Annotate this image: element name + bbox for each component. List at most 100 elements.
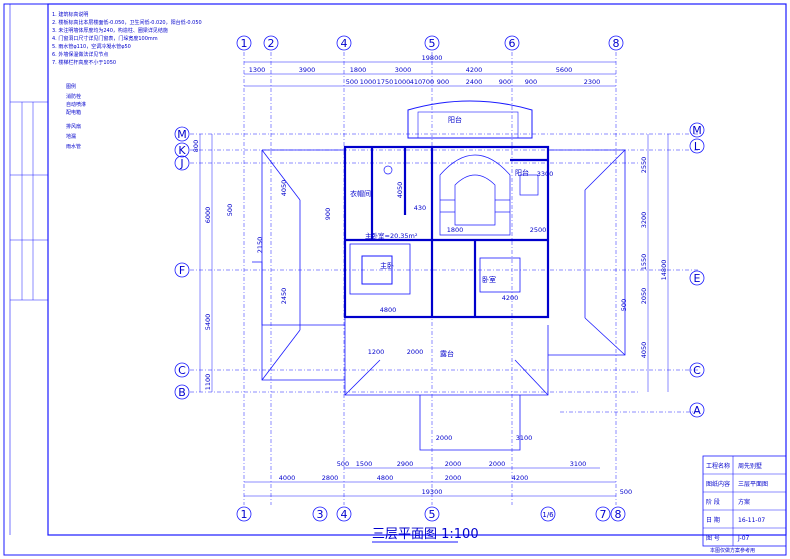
dim-label: 2050 — [640, 288, 648, 305]
axis-label: J — [179, 157, 183, 170]
dim-label: 4050 — [640, 342, 648, 359]
dim-label: 1100 — [204, 374, 212, 391]
axis-label: M — [177, 128, 187, 141]
room-label-master: 主卧 — [380, 261, 394, 270]
dim-label: 430 — [414, 204, 426, 212]
dim-label: 500 — [620, 488, 632, 496]
dim-label: 1800 — [447, 226, 464, 234]
legend-item: 消防栓 — [66, 93, 81, 100]
drawing-title: 三层平面图 1:100 — [372, 527, 479, 542]
axis-bubbles-top: 1 2 4 5 6 8 — [236, 35, 624, 51]
room-label-terrace: 露台 — [440, 349, 454, 358]
dim-label: 3000 — [395, 66, 412, 74]
outer-border — [3, 3, 787, 556]
balcony-slab — [417, 111, 519, 139]
dim-label: 2450 — [280, 288, 288, 305]
axis-label: 5 — [429, 508, 436, 521]
legend-block: 图例 消防栓 自动喷淋 配电箱 排风扇 地漏 雨水管 — [66, 83, 86, 150]
note-line: 3. 未注明墙体厚度均为240，构造柱、圈梁详见结施 — [52, 27, 168, 34]
dim-label: 2500 — [530, 226, 547, 234]
dim-label: 1200 — [368, 348, 385, 356]
dim-label: 4800 — [377, 474, 394, 482]
dim-label: 2000 — [436, 434, 453, 442]
axis-label: C — [693, 364, 701, 377]
dim-label: 500 — [346, 78, 358, 86]
stair — [439, 154, 511, 236]
dim-label: 4200 — [512, 474, 529, 482]
dim-label: 900 — [324, 208, 332, 220]
axis-bubbles-right: M L E C A — [689, 122, 705, 418]
axis-label: F — [179, 264, 185, 277]
room-label-balcony2: 阳台 — [515, 168, 529, 177]
dim-label: 500 — [620, 299, 628, 311]
axis-label: 6 — [509, 37, 516, 50]
bedroom-bed-icon — [479, 257, 521, 293]
axis-label: C — [178, 364, 186, 377]
room-area-label: 主卧室=20.35m² — [365, 231, 418, 240]
title-block-value: J-07 — [737, 535, 750, 542]
note-line: 1. 建筑标高说明 — [52, 11, 88, 18]
master-bed-rug — [349, 243, 411, 295]
dim-label: 19300 — [422, 488, 443, 496]
axis-label: 1 — [241, 37, 248, 50]
axis-bubbles-bottom: 1 3 4 5 1/6 7 8 — [236, 506, 626, 522]
title-block-label: 日 期 — [706, 516, 720, 524]
dim-label: 1500 — [356, 460, 373, 468]
axis-label: 1 — [241, 508, 248, 521]
dim-label: 4200 — [466, 66, 483, 74]
dim-label: 1000 — [394, 78, 411, 86]
dim-label: 700 — [422, 78, 434, 86]
dim-label: 4000 — [279, 474, 296, 482]
note-line: 6. 外墙保温做法详见节点 — [52, 51, 108, 58]
dim-label: 5600 — [556, 66, 573, 74]
room-label-balcony: 阳台 — [448, 115, 462, 124]
axis-label: M — [692, 124, 702, 137]
dim-label: 3300 — [537, 170, 554, 178]
title-block-value: 16-11-07 — [738, 517, 765, 524]
room-labels: 衣帽间 主卧 卧室 露台 阳台 阳台 主卧室=20.35m² — [350, 115, 529, 358]
dim-label: 2150 — [256, 237, 264, 254]
title-block-footer: 本图仅做方案参考用 — [710, 547, 755, 554]
roof-outline — [252, 149, 626, 451]
notes-block: 1. 建筑标高说明 2. 楼板标高比本层楼面低-0.050，卫生间低-0.020… — [52, 11, 202, 66]
master-bed-icon — [361, 255, 393, 285]
inner-border — [47, 3, 787, 536]
dim-label: 3100 — [516, 434, 533, 442]
bottom-dimensions: 500 1500 2900 2000 2000 3100 4000 2800 4… — [244, 348, 632, 497]
dim-label: 900 — [525, 78, 537, 86]
axis-label: E — [694, 272, 701, 285]
axis-label: 3 — [317, 508, 324, 521]
right-dimensions: 2550 3200 1550 2050 4050 14800 500 — [620, 134, 669, 392]
top-dimensions: 19800 1300 3900 1800 3000 4200 5600 500 … — [244, 54, 616, 87]
note-line: 5. 雨水管φ110，空调冷凝水管φ50 — [52, 43, 131, 50]
room-dimensions: 4800 4200 3300 1800 2500 430 4050 900 — [324, 170, 553, 314]
title-block-label: 图 号 — [706, 535, 720, 542]
dim-label: 2000 — [489, 460, 506, 468]
title-block-label: 阶 段 — [706, 498, 720, 506]
dim-label: 800 — [192, 140, 200, 152]
axis-label: 4 — [341, 508, 348, 521]
axis-label: 2 — [268, 37, 275, 50]
dim-label: 2550 — [640, 157, 648, 174]
dim-label: 2000 — [407, 348, 424, 356]
legend-item: 排风扇 — [66, 123, 81, 130]
shower-icon — [519, 174, 539, 196]
axis-label: K — [178, 144, 186, 157]
dim-label: 2000 — [445, 460, 462, 468]
dim-label: 1550 — [640, 254, 648, 271]
legend-item: 自动喷淋 — [66, 101, 86, 108]
legend-item: 雨水管 — [66, 143, 81, 150]
dim-label: 4050 — [396, 182, 404, 199]
dim-label: 500 — [337, 460, 349, 468]
axis-label: L — [694, 140, 701, 153]
dim-label: 2900 — [397, 460, 414, 468]
note-line: 7. 楼梯栏杆高度不小于1050 — [52, 59, 116, 66]
dim-label: 500 — [226, 204, 234, 216]
axis-label: 7 — [600, 508, 607, 521]
dim-label: 5400 — [204, 314, 212, 331]
title-block-value: 周先别墅 — [738, 462, 762, 470]
dim-label: 19800 — [422, 54, 443, 62]
dim-label: 4050 — [280, 180, 288, 197]
dim-label: 4200 — [502, 294, 519, 302]
